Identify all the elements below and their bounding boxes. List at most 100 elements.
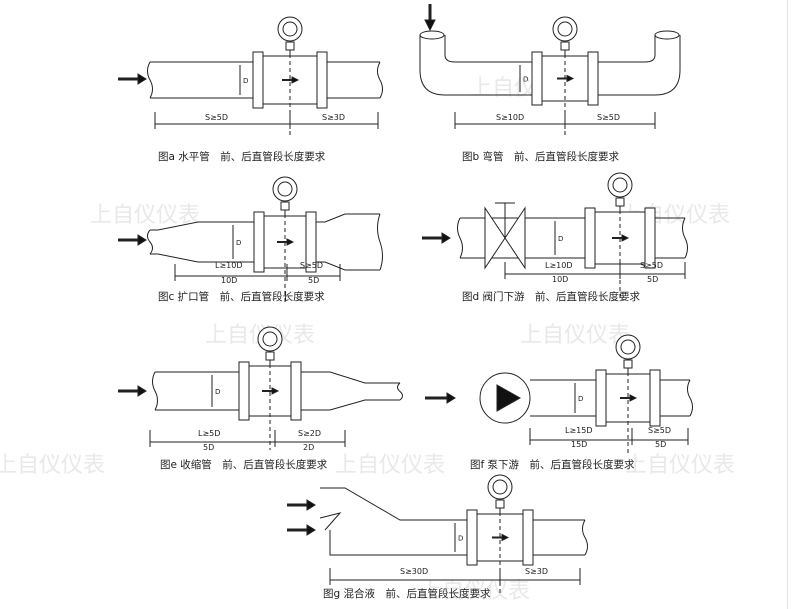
pipe-wall bbox=[319, 512, 342, 531]
pipe-wall bbox=[320, 487, 585, 521]
panel-f-downstream-label: S≥5D bbox=[648, 426, 671, 435]
flange bbox=[238, 361, 250, 421]
watermark: 上自仪仪表 bbox=[520, 323, 630, 348]
pipe-break bbox=[687, 379, 693, 417]
watermark: 上自仪仪表 bbox=[420, 579, 530, 604]
panel-c-upstream-value: 10D bbox=[221, 276, 237, 285]
pipe-end bbox=[419, 30, 445, 40]
transmitter-head bbox=[607, 172, 633, 198]
diameter-label: D bbox=[523, 76, 528, 84]
meter-neck bbox=[623, 359, 633, 369]
panel-e-caption: 图e 收缩管 前、后直管段长度要求 bbox=[160, 458, 328, 471]
panel-d-downstream-label: S≥5D bbox=[640, 261, 663, 270]
pipe-break bbox=[377, 61, 383, 99]
panel-e-upstream-value: 5D bbox=[203, 443, 214, 452]
panel-g-downstream-label: S≥3D bbox=[525, 567, 548, 576]
flange bbox=[253, 211, 265, 273]
flow-arrow-head bbox=[446, 392, 456, 404]
pipe-break bbox=[397, 382, 403, 401]
transmitter-head bbox=[615, 334, 641, 360]
meter-arrow-head bbox=[621, 234, 630, 242]
flange bbox=[584, 207, 596, 269]
meter-arrow-head bbox=[291, 76, 300, 84]
flange bbox=[531, 51, 543, 106]
panel-b-caption: 图b 弯管 前、后直管段长度要求 bbox=[462, 150, 620, 163]
flow-arrow-head bbox=[306, 499, 316, 511]
panel-f-upstream-label: L≥15D bbox=[565, 426, 593, 435]
pipe-break bbox=[682, 217, 688, 259]
meter-neck bbox=[280, 201, 290, 211]
panel-e-downstream-value: 2D bbox=[303, 443, 314, 452]
pipe-break bbox=[582, 519, 588, 556]
diameter-label: D bbox=[236, 239, 241, 247]
meter-arrow-head bbox=[271, 387, 280, 395]
transmitter-display bbox=[612, 177, 628, 193]
flange bbox=[649, 369, 661, 427]
panel-b-upstream-label: S≥10D bbox=[496, 113, 524, 122]
flow-arrow-head bbox=[137, 234, 147, 246]
flow-arrow-head bbox=[137, 385, 147, 397]
panel-d-downstream-value: 5D bbox=[647, 275, 658, 284]
flange bbox=[644, 207, 656, 269]
meter-arrow-head bbox=[629, 394, 638, 402]
panel-d-caption: 图d 阀门下游 前、后直管段长度要求 bbox=[462, 290, 641, 303]
panel-c-caption: 图c 扩口管 前、后直管段长度要求 bbox=[158, 290, 325, 303]
meter-neck bbox=[560, 41, 570, 51]
flange bbox=[587, 51, 599, 106]
valve bbox=[504, 206, 526, 270]
transmitter-head bbox=[487, 474, 513, 500]
panel-c-downstream-label: S≥5D bbox=[300, 261, 323, 270]
flow-arrow-head bbox=[306, 524, 316, 536]
panel-f-upstream-value: 15D bbox=[571, 440, 587, 449]
panel-a-caption: 图a 水平管 前、后直管段长度要求 bbox=[158, 150, 326, 163]
flange bbox=[595, 369, 607, 427]
panel-f-caption: 图f 泵下游 前、后直管段长度要求 bbox=[470, 458, 635, 471]
panel-a-downstream-label: S≥3D bbox=[322, 113, 345, 122]
pipe-break bbox=[147, 229, 153, 255]
flow-arrow-head bbox=[137, 73, 147, 85]
panel-c-downstream-value: 5D bbox=[308, 276, 319, 285]
meter-neck bbox=[285, 41, 295, 51]
flange bbox=[522, 509, 534, 566]
diameter-label: D bbox=[458, 535, 463, 543]
transmitter-display bbox=[557, 21, 573, 37]
diameter-label: D bbox=[578, 395, 583, 403]
pipe-break bbox=[152, 371, 158, 411]
diameter-label: D bbox=[215, 388, 220, 396]
transmitter-display bbox=[262, 331, 278, 347]
panel-f-downstream-value: 5D bbox=[655, 440, 666, 449]
transmitter-display bbox=[277, 181, 293, 197]
meter-arrow-head bbox=[286, 238, 295, 246]
pipe-break bbox=[147, 61, 153, 99]
pipe-break bbox=[457, 217, 463, 259]
meter-neck bbox=[615, 197, 625, 207]
flange bbox=[316, 51, 328, 109]
panel-e-downstream-label: S≥2D bbox=[298, 429, 321, 438]
transmitter-display bbox=[282, 21, 298, 37]
diameter-label: D bbox=[558, 235, 563, 243]
panel-d-upstream-label: L≥10D bbox=[545, 261, 573, 270]
transmitter-display bbox=[620, 339, 636, 355]
valve bbox=[484, 206, 506, 270]
panel-b-downstream-label: S≥5D bbox=[597, 113, 620, 122]
diameter-label: D bbox=[243, 77, 248, 85]
transmitter-head bbox=[272, 176, 298, 202]
meter-arrow-head bbox=[501, 533, 510, 542]
meter-arrow-head bbox=[566, 74, 575, 83]
watermark: 上自仪仪表 bbox=[625, 453, 735, 478]
transmitter-head bbox=[257, 326, 283, 352]
watermark: 上自仪仪表 bbox=[90, 203, 200, 228]
panel-c-upstream-label: L≥10D bbox=[215, 261, 243, 270]
transmitter-head bbox=[277, 16, 303, 42]
meter-neck bbox=[495, 499, 505, 509]
panel-g-caption: 图g 混合液 前、后直管段长度要求 bbox=[323, 587, 491, 600]
pump-arrow bbox=[496, 384, 522, 412]
panel-g-upstream-label: S≥30D bbox=[400, 567, 428, 576]
page-border bbox=[787, 0, 788, 609]
panel-a-upstream-label: S≥5D bbox=[205, 113, 228, 122]
transmitter-head bbox=[552, 16, 578, 42]
pipe-break bbox=[377, 213, 383, 271]
meter-neck bbox=[265, 351, 275, 361]
flow-arrow-head bbox=[441, 232, 451, 244]
flange bbox=[290, 361, 302, 421]
